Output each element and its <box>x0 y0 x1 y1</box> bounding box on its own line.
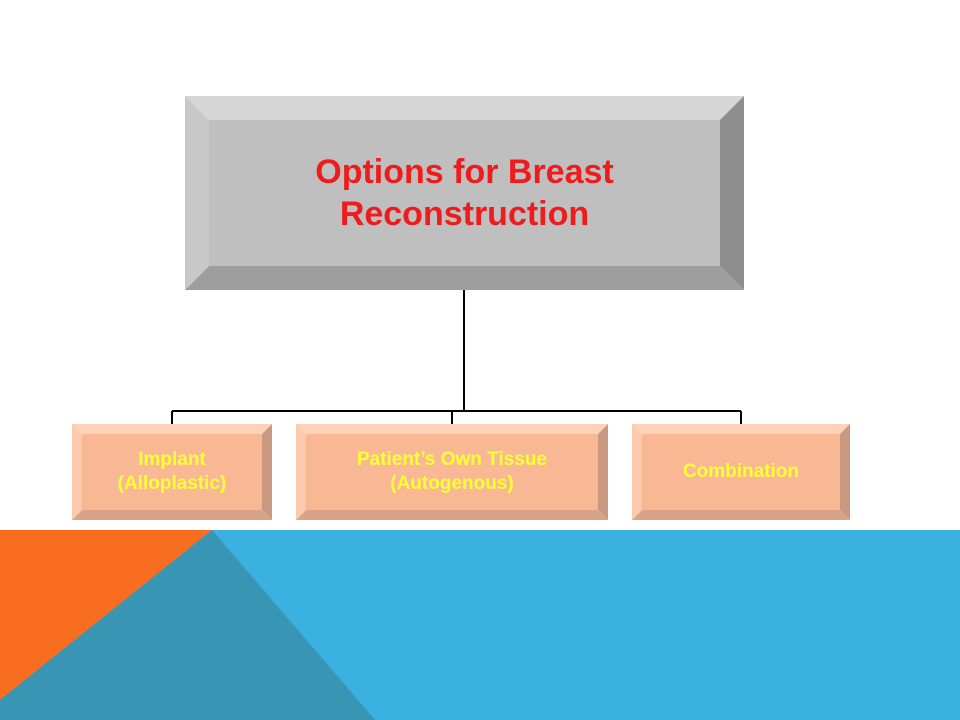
root-node-bevel <box>185 96 744 290</box>
child-node-implant: Implant (Alloplastic) <box>72 424 272 520</box>
root-node-label: Options for Breast Reconstruction <box>315 153 614 233</box>
child-node-implant-label: Implant (Alloplastic) <box>117 449 227 494</box>
teal-wedge <box>0 530 375 720</box>
child-node-own-tissue-label: Patient’s Own Tissue (Autogenous) <box>356 449 548 494</box>
child-node-combination: Combination <box>632 424 850 520</box>
child-node-own-tissue-bevel <box>296 424 608 520</box>
child-node-combination-bevel <box>632 424 850 520</box>
root-node: Options for Breast Reconstruction <box>185 96 744 290</box>
child-node-own-tissue: Patient’s Own Tissue (Autogenous) <box>296 424 608 520</box>
child-node-combination-label: Combination <box>682 461 800 482</box>
child-node-implant-bevel <box>72 424 272 520</box>
